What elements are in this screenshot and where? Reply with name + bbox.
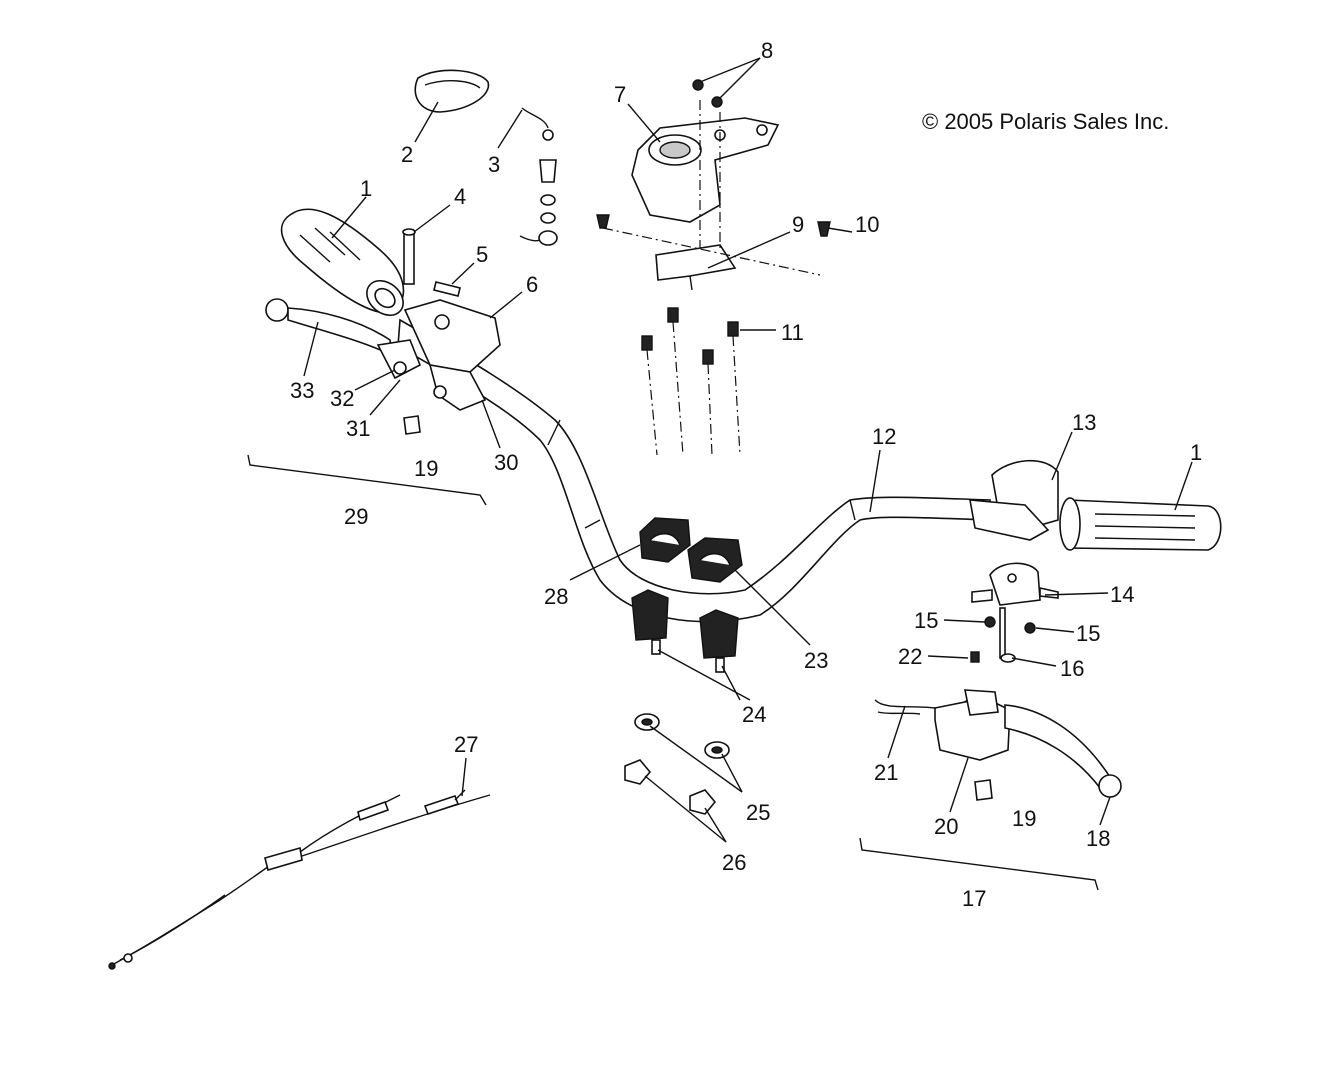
mount-bracket — [655, 244, 737, 291]
screw-10-right — [817, 221, 831, 237]
callout-23: 23 — [804, 648, 828, 673]
callout-29: 29 — [344, 504, 368, 529]
brace-17 — [859, 837, 1099, 891]
left-switch-housing — [403, 299, 501, 411]
callout-11: 11 — [781, 320, 804, 345]
callout-16: 16 — [1060, 656, 1084, 681]
upper-clamps — [639, 517, 743, 583]
right-grip — [1059, 497, 1222, 551]
pin-head — [402, 228, 416, 236]
brake-switch — [970, 562, 1059, 663]
callout-27: 27 — [454, 732, 478, 757]
callout-14: 14 — [1110, 582, 1134, 607]
right-throttle-housing — [969, 459, 1059, 541]
callout-15-right: 15 — [1076, 621, 1100, 646]
right-brake-lever-assembly — [874, 689, 1122, 801]
callout-19-right: 19 — [1012, 806, 1036, 831]
leader-lines — [303, 57, 1193, 843]
callout-7: 7 — [614, 82, 626, 107]
screw-10-left — [596, 214, 610, 229]
callout-22: 22 — [898, 644, 922, 669]
washers-and-nuts — [624, 713, 730, 815]
callout-21: 21 — [874, 760, 898, 785]
callout-32: 32 — [330, 386, 354, 411]
callout-1-right: 1 — [1190, 440, 1202, 465]
hood-screws — [692, 79, 723, 108]
callout-15-left: 15 — [914, 608, 938, 633]
callout-4: 4 — [454, 184, 466, 209]
callout-26: 26 — [722, 850, 746, 875]
callout-31: 31 — [346, 416, 370, 441]
brace-29 — [247, 454, 487, 506]
callout-18: 18 — [1086, 826, 1110, 851]
callout-24: 24 — [742, 702, 766, 727]
left-brake-lever — [265, 298, 422, 380]
risers — [631, 589, 739, 673]
callout-17: 17 — [962, 886, 986, 911]
left-grip — [280, 208, 405, 317]
clamp-bolts — [641, 307, 741, 456]
callout-8: 8 — [761, 38, 773, 63]
switch-cable-assembly — [519, 107, 558, 246]
screw — [433, 281, 461, 297]
callout-5: 5 — [476, 242, 488, 267]
callout-9: 9 — [792, 212, 804, 237]
callout-33: 33 — [290, 378, 314, 403]
callout-labels: 1 2 3 4 5 6 7 8 9 10 11 12 13 1 14 15 15… — [290, 38, 1202, 911]
callout-20: 20 — [934, 814, 958, 839]
callout-19-left: 19 — [414, 456, 438, 481]
callout-10: 10 — [855, 212, 879, 237]
callout-30: 30 — [494, 450, 518, 475]
callout-2: 2 — [401, 142, 413, 167]
throttle-cable — [108, 789, 491, 970]
callout-25: 25 — [746, 800, 770, 825]
nut-19-left — [403, 415, 421, 435]
throttle-cover — [414, 69, 490, 113]
callout-6: 6 — [526, 272, 538, 297]
callout-3: 3 — [488, 152, 500, 177]
pin — [403, 231, 415, 285]
callout-28: 28 — [544, 584, 568, 609]
copyright-text: © 2005 Polaris Sales Inc. — [922, 109, 1169, 134]
callout-1-left: 1 — [360, 176, 372, 201]
callout-12: 12 — [872, 424, 896, 449]
instrument-hood — [631, 117, 780, 223]
callout-13: 13 — [1072, 410, 1096, 435]
